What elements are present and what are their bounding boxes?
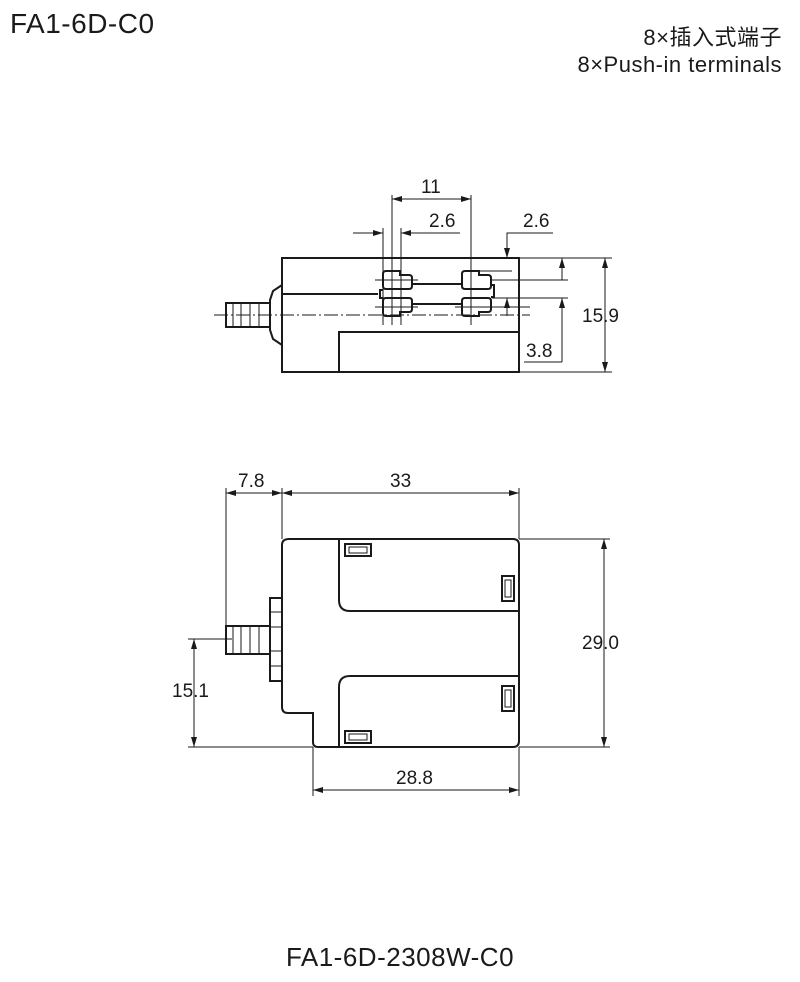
dim-body-length: 33 [390,471,411,492]
dim-terminal-offset: 2.6 [523,211,549,232]
drawing-title: FA1-6D-C0 [10,8,155,39]
dim-base-length: 28.8 [396,768,433,789]
terminals-label-cn: 8×插入式端子 [643,25,782,50]
dim-pitch: 11 [421,177,441,198]
model-number: FA1-6D-2308W-C0 [285,942,515,972]
dim-fitting-length: 7.8 [238,471,264,492]
body-outline [281,538,520,748]
latches [344,543,515,744]
top-view-dimensions: 11 2.6 2.6 3.8 15.9 [353,177,619,373]
barb-fitting [225,597,283,682]
front-view-dimensions: 7.8 33 29.0 15.1 28.8 [172,471,619,796]
dim-lower-offset: 3.8 [526,341,552,362]
dim-body-height: 29.0 [582,633,619,654]
terminals-label-en: 8×Push-in terminals [577,52,782,77]
lower-slot [338,675,519,747]
top-view: 11 2.6 2.6 3.8 15.9 [214,177,619,373]
front-view: 7.8 33 29.0 15.1 28.8 [172,471,619,796]
upper-slot [338,539,519,612]
lower-step [338,331,520,373]
terminals [375,270,568,317]
dim-terminal-width: 2.6 [429,211,455,232]
dim-fitting-height: 15.1 [172,681,209,702]
dim-height: 15.9 [582,306,619,327]
